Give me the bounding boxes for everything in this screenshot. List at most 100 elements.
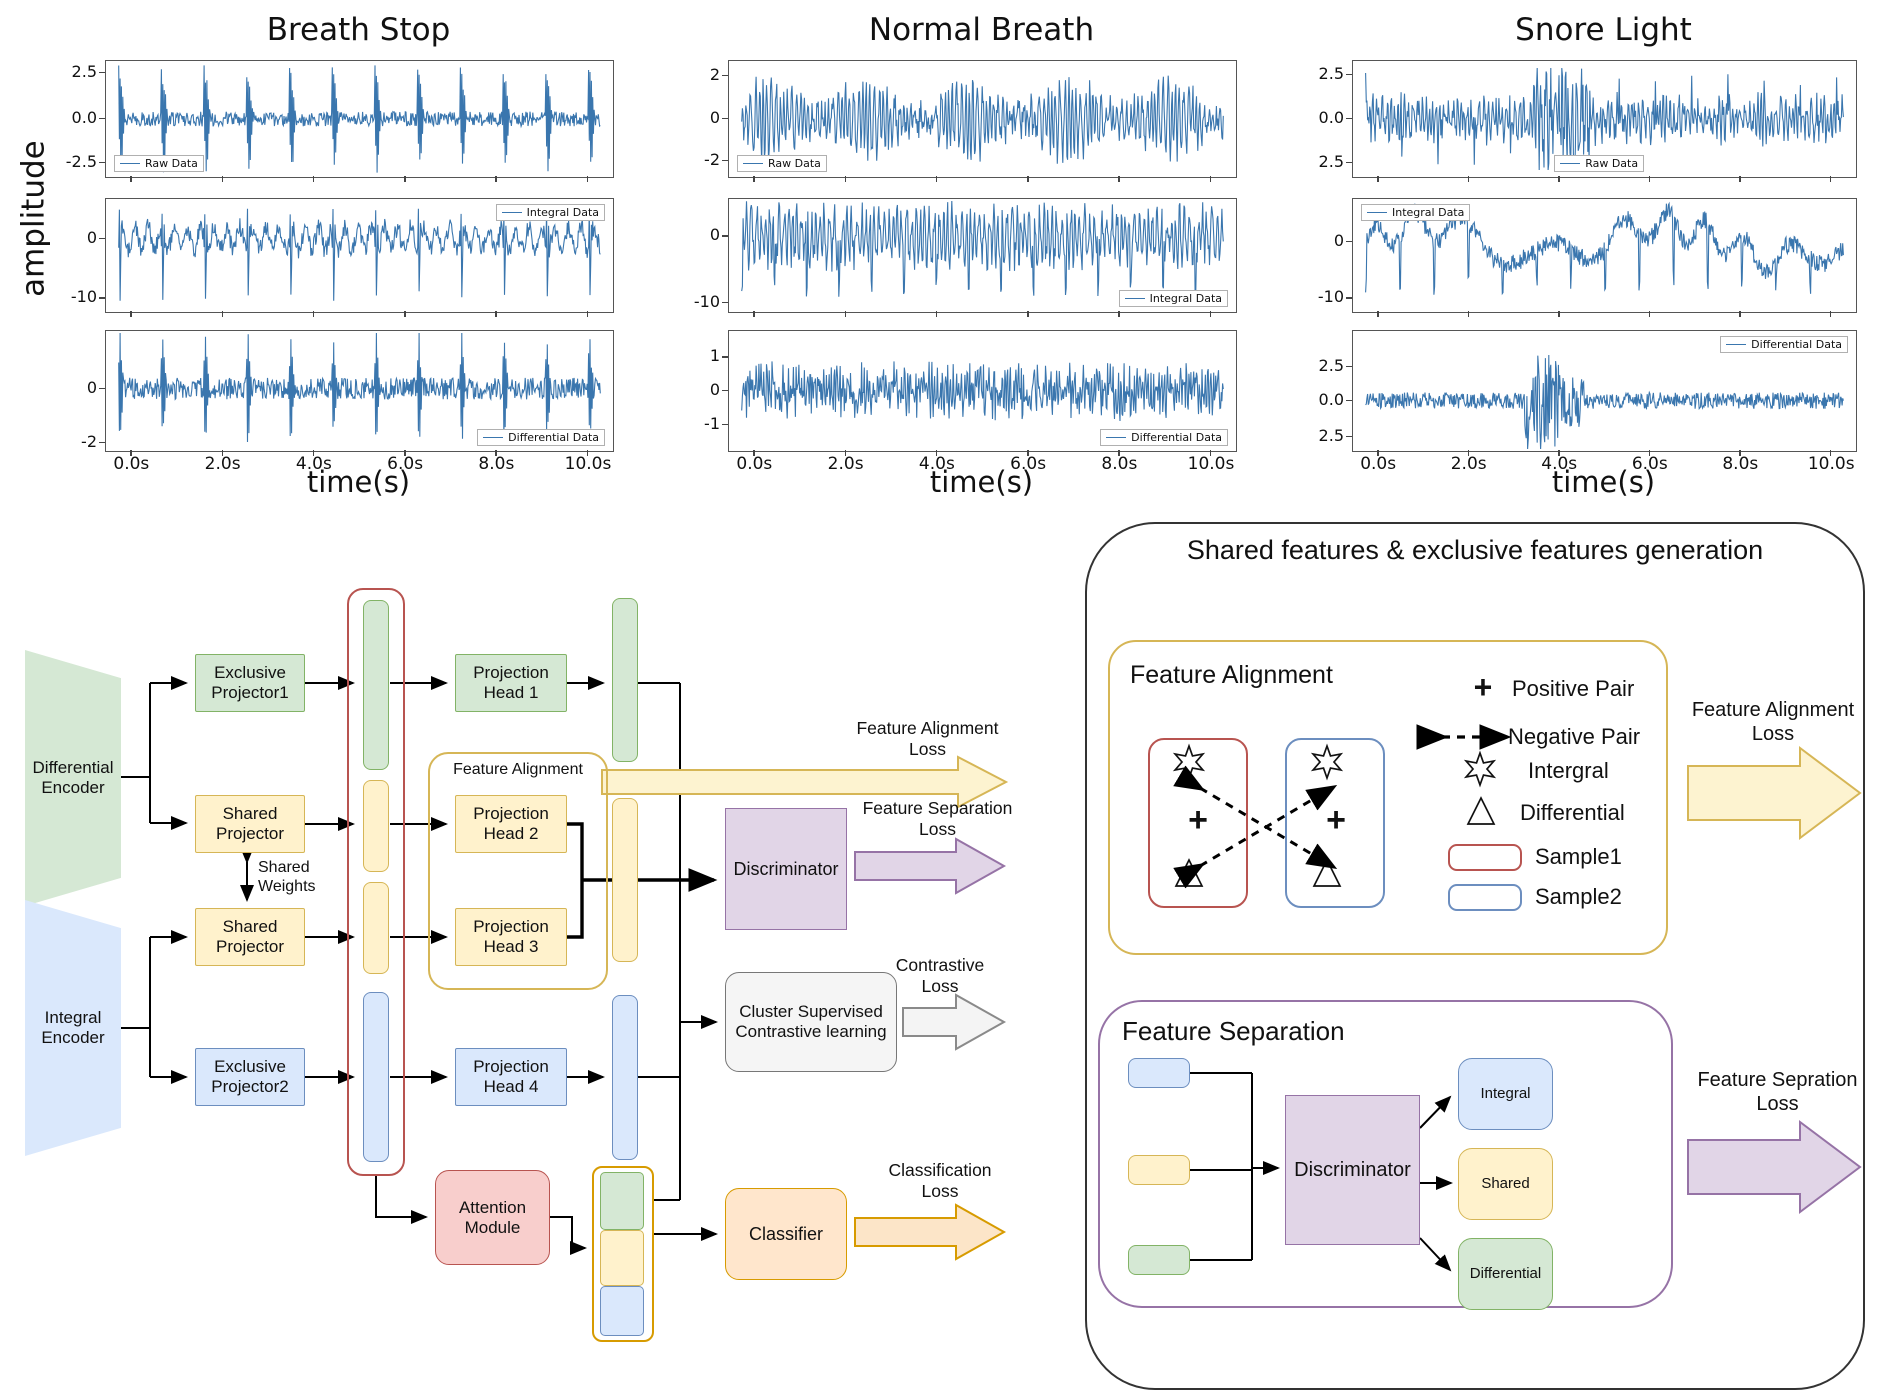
xtick-0-0: 0.0s	[113, 454, 150, 474]
xtickmark-1-2-1	[844, 450, 846, 456]
subplot-0-2: Differential Data	[105, 330, 614, 452]
ytickmark-1-0-2	[722, 159, 728, 162]
xtickmark-1-2-0	[753, 450, 755, 456]
xtick-0-3: 6.0s	[387, 454, 424, 474]
legend-2-1: Integral Data	[1361, 204, 1471, 221]
xtick-2-0: 0.0s	[1360, 454, 1397, 474]
projection-head-4: Projection Head 4	[455, 1048, 567, 1106]
legend-line-icon	[120, 163, 140, 164]
ytick-1-1-0: 0	[709, 225, 720, 245]
feature-alignment-loss-arrow	[601, 755, 1009, 809]
xtickmark-0-0-3	[404, 176, 406, 182]
xtickmark-2-0-0	[1377, 176, 1379, 182]
sample1-legend-label: Sample1	[1535, 844, 1622, 869]
ytickmark-0-2-0	[99, 387, 105, 389]
rp-output-differential: Differential	[1458, 1238, 1553, 1310]
xtickmark-0-2-0	[130, 450, 132, 456]
ytick-0-0-1: 0.0	[71, 108, 97, 127]
ytickmark-0-1-1	[99, 297, 105, 299]
xtick-2-2: 4.0s	[1541, 454, 1578, 474]
xtickmark-0-0-0	[130, 176, 132, 182]
feature-separation-loss-arrow	[854, 837, 1007, 895]
xtickmark-2-0-5	[1829, 176, 1832, 182]
xtick-0-5: 10.0s	[564, 454, 612, 474]
xtick-2-4: 8.0s	[1722, 454, 1759, 474]
discriminator-box: Discriminator	[725, 808, 847, 930]
projection-head-3: Projection Head 3	[455, 908, 567, 966]
waveform-1-0	[741, 75, 1224, 164]
legend-1-2: Differential Data	[1100, 429, 1228, 446]
xtickmark-0-0-5	[586, 176, 589, 182]
ytickmark-2-2-1	[1346, 399, 1352, 401]
integral-star-label: Intergral	[1528, 758, 1609, 783]
ytick-0-2-1: -2	[81, 431, 97, 451]
xtickmark-1-1-2	[935, 311, 938, 317]
x-axis-label-0: time(s)	[306, 465, 411, 499]
rp-alignment-loss-label: Feature Alignment Loss	[1691, 699, 1855, 745]
xtickmark-1-2-3	[1027, 450, 1029, 456]
ytickmark-2-0-1	[1346, 118, 1352, 120]
xtick-0-1: 2.0s	[204, 454, 241, 474]
xtickmark-0-1-2	[312, 311, 315, 317]
legend-0-1: Integral Data	[495, 204, 605, 221]
xtickmark-0-1-1	[221, 311, 223, 317]
xtickmark-2-1-0	[1377, 311, 1379, 317]
ytick-1-0-0: 2	[709, 65, 720, 85]
legend-0-0: Raw Data	[114, 155, 204, 172]
subplot-1-1: Integral Data	[728, 198, 1237, 313]
xtick-0-4: 8.0s	[478, 454, 515, 474]
legend-line-icon	[743, 163, 763, 164]
exclusive-projector2: Exclusive Projector2	[195, 1048, 305, 1106]
positive-pair-plus-icon: +	[1473, 669, 1493, 705]
rp-differential-input-pill	[1128, 1245, 1190, 1275]
attention-module: Attention Module	[435, 1170, 550, 1265]
xtickmark-2-1-4	[1739, 311, 1741, 317]
ytick-2-2-1: 0.0	[1318, 389, 1344, 409]
xtickmark-2-2-2	[1558, 450, 1560, 456]
xtickmark-1-0-3	[1027, 176, 1029, 182]
ytickmark-1-0-1	[722, 118, 728, 120]
sample1-legend-pill	[1448, 844, 1522, 871]
cluster-contrastive-box: Cluster Supervised Contrastive learning	[725, 972, 897, 1072]
subplot-2-0: Raw Data	[1352, 60, 1857, 178]
legend-text: Integral Data	[526, 206, 599, 219]
projection-head-1: Projection Head 1	[455, 654, 567, 712]
right-panel	[1085, 522, 1865, 1390]
projection-head-2: Projection Head 2	[455, 795, 567, 853]
feature-separation-loss-label: Feature Separation Loss	[862, 798, 1013, 839]
rp-alignment-loss-arrow	[1687, 746, 1862, 840]
xtickmark-1-0-0	[753, 176, 755, 182]
xtickmark-0-1-0	[130, 311, 132, 317]
xtick-0-2: 4.0s	[295, 454, 332, 474]
xtickmark-2-2-1	[1467, 450, 1470, 456]
ytick-2-2-0: 2.5	[1318, 356, 1344, 375]
legend-text: Integral Data	[1149, 292, 1222, 305]
ytick-0-0-2: -2.5	[65, 152, 97, 172]
ytickmark-0-1-0	[99, 237, 105, 239]
xtick-1-3: 6.0s	[1010, 454, 1047, 474]
classification-loss-arrow	[854, 1203, 1007, 1261]
ytickmark-1-1-0	[722, 235, 728, 237]
rp-separation-loss-label: Feature Sepration Loss	[1697, 1069, 1858, 1115]
positive-pair-label: Positive Pair	[1512, 676, 1635, 701]
projected-shared-bar	[612, 798, 638, 962]
waveform-1-1	[741, 200, 1224, 297]
xtickmark-1-0-2	[935, 176, 938, 182]
waveform-1-2	[741, 361, 1224, 422]
ytickmark-2-0-0	[1346, 73, 1352, 76]
ytick-1-2-2: -1	[704, 413, 720, 433]
xtick-1-1: 2.0s	[827, 454, 864, 474]
ytickmark-2-0-2	[1346, 162, 1352, 164]
ytick-1-0-1: 0	[709, 108, 720, 127]
rp-output-shared: Shared	[1458, 1148, 1553, 1220]
differential-encoder: Differential Encoder	[25, 650, 121, 906]
ytick-2-1-1: -10	[1317, 287, 1344, 307]
xtickmark-1-1-5	[1209, 311, 1212, 317]
xtick-2-5: 10.0s	[1807, 454, 1855, 474]
shared-feature-bar-bottom	[363, 882, 389, 974]
rp-integral-input-pill	[1128, 1058, 1190, 1088]
xtickmark-2-2-3	[1648, 450, 1651, 456]
chart-title-2: Snore Light	[1515, 12, 1692, 48]
xtickmark-2-1-5	[1829, 311, 1832, 317]
legend-text: Differential Data	[508, 431, 599, 444]
